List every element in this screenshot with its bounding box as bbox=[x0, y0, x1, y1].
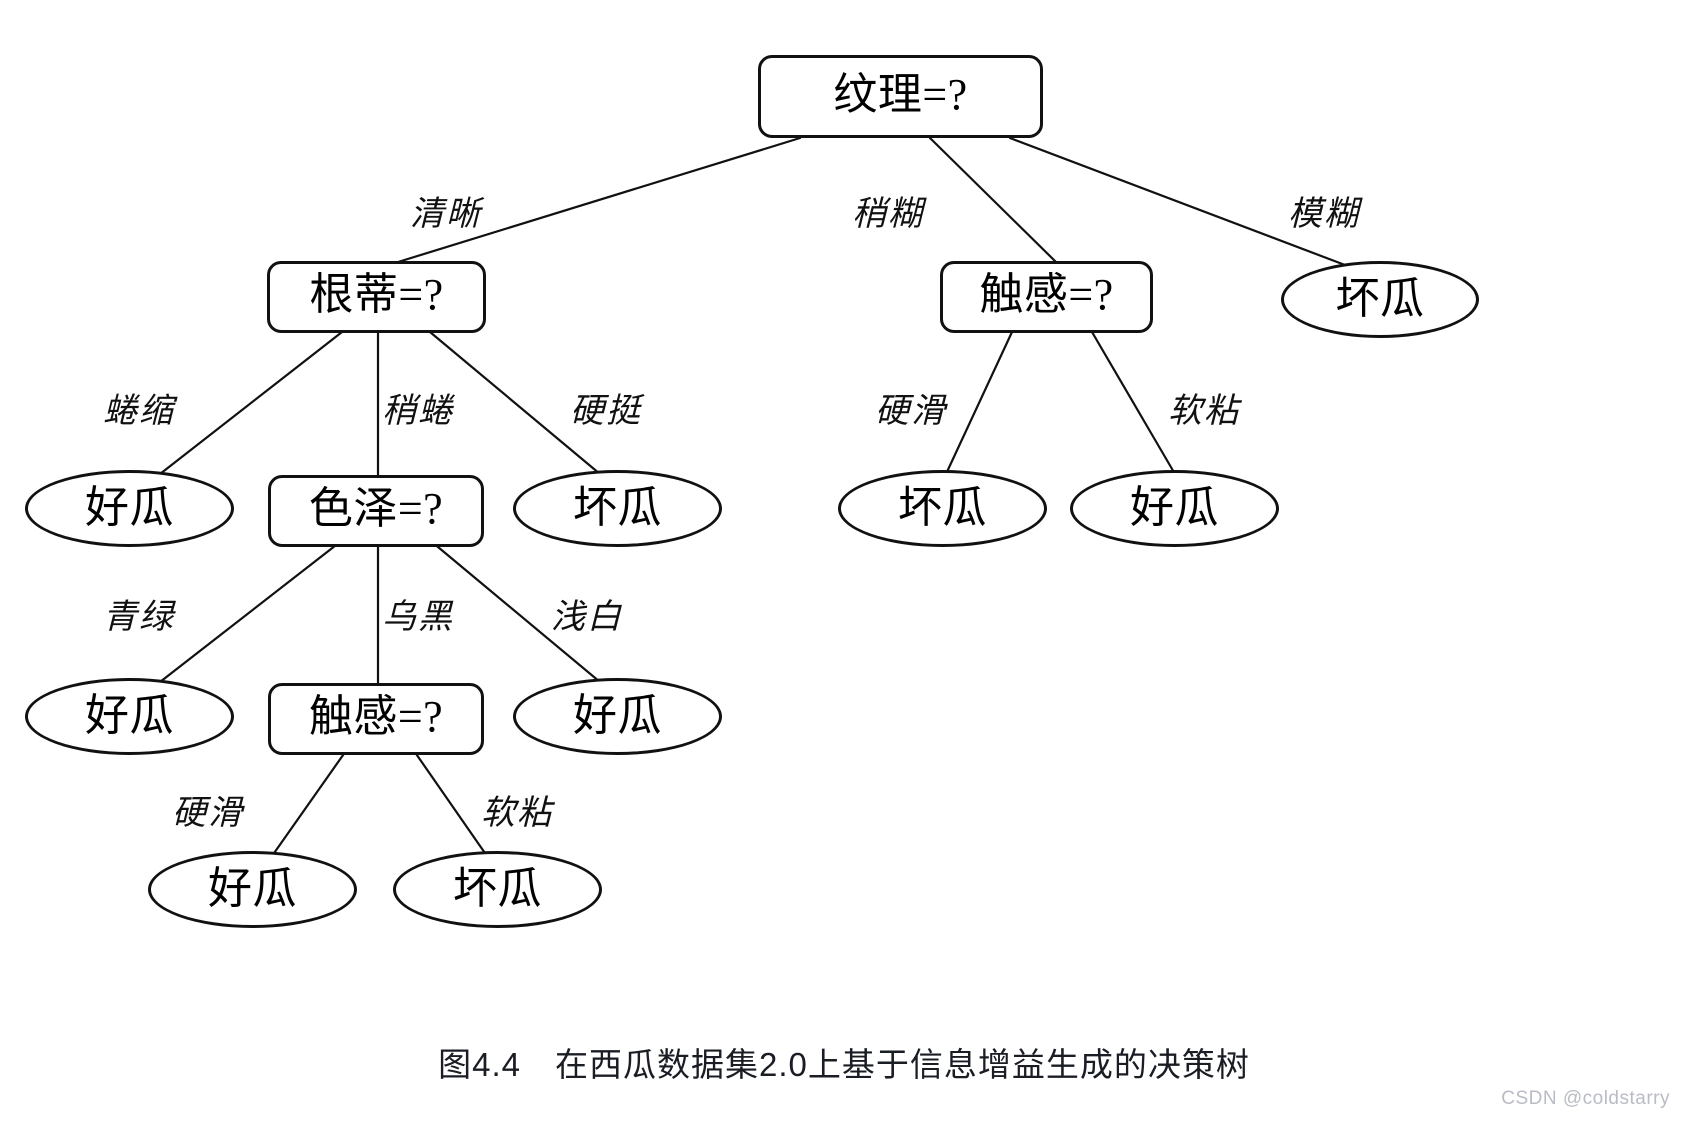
edge-color-green bbox=[158, 540, 342, 684]
edge-label-green: 青绿 bbox=[103, 599, 175, 636]
node-label: 好瓜 bbox=[85, 690, 174, 740]
node-label: 根蒂=? bbox=[309, 270, 444, 319]
node-good-green[interactable]: 好瓜 bbox=[25, 678, 234, 755]
edge-label-hard-smooth-right: 硬滑 bbox=[875, 393, 947, 430]
edge-label-hard-smooth-mid: 硬滑 bbox=[172, 795, 244, 832]
node-label: 坏瓜 bbox=[453, 863, 542, 913]
node-label: 好瓜 bbox=[208, 863, 297, 913]
edge-label-clear: 清晰 bbox=[410, 196, 482, 233]
node-root-texture[interactable]: 纹理=? bbox=[758, 55, 1043, 138]
node-touch-mid[interactable]: 触感=? bbox=[268, 683, 484, 755]
node-label: 坏瓜 bbox=[1335, 273, 1425, 323]
node-label: 好瓜 bbox=[1130, 482, 1219, 532]
figure-caption: 图4.4 在西瓜数据集2.0上基于信息增益生成的决策树 bbox=[438, 1046, 1250, 1083]
node-label: 好瓜 bbox=[573, 690, 662, 740]
node-bad-hard-right[interactable]: 坏瓜 bbox=[838, 470, 1047, 547]
node-label: 触感=? bbox=[979, 270, 1114, 319]
node-touch-right[interactable]: 触感=? bbox=[940, 261, 1153, 333]
watermark-text: CSDN @coldstarry bbox=[1501, 1088, 1670, 1109]
edge-stalk-curled bbox=[158, 330, 344, 476]
edge-touch-mid-soft bbox=[410, 746, 489, 858]
node-bad-soft-mid[interactable]: 坏瓜 bbox=[393, 851, 602, 928]
edge-label-slightly-curled: 稍蜷 bbox=[382, 393, 454, 430]
edge-label-blurry: 模糊 bbox=[1288, 196, 1360, 233]
edge-label-pale-white: 浅白 bbox=[551, 599, 623, 636]
node-label: 坏瓜 bbox=[898, 482, 987, 532]
edge-touch-right-hard bbox=[944, 330, 1014, 476]
node-color[interactable]: 色泽=? bbox=[268, 475, 484, 547]
edge-label-dark: 乌黑 bbox=[382, 599, 454, 636]
node-label: 好瓜 bbox=[85, 482, 174, 532]
edge-label-stiff: 硬挺 bbox=[570, 393, 642, 430]
edge-label-soft-sticky-mid: 软粘 bbox=[481, 795, 553, 832]
edge-texture-slightly-blurry bbox=[928, 136, 1058, 264]
node-good-white[interactable]: 好瓜 bbox=[513, 678, 722, 755]
node-stalk[interactable]: 根蒂=? bbox=[267, 261, 486, 333]
node-bad-stiff[interactable]: 坏瓜 bbox=[513, 470, 722, 547]
edge-touch-mid-hard bbox=[270, 746, 350, 858]
edge-touch-right-soft bbox=[1090, 330, 1177, 476]
edge-label-soft-sticky-right: 软粘 bbox=[1168, 393, 1240, 430]
node-label: 坏瓜 bbox=[573, 482, 662, 532]
edge-label-slightly-blurry: 稍糊 bbox=[852, 196, 924, 233]
node-bad-blurry[interactable]: 坏瓜 bbox=[1281, 261, 1479, 338]
node-good-hard-mid[interactable]: 好瓜 bbox=[148, 851, 357, 928]
node-label: 触感=? bbox=[308, 692, 444, 741]
node-good-curled[interactable]: 好瓜 bbox=[25, 470, 234, 547]
node-good-soft-right[interactable]: 好瓜 bbox=[1070, 470, 1279, 547]
edge-label-curled: 蜷缩 bbox=[103, 393, 175, 430]
node-label: 色泽=? bbox=[308, 484, 444, 533]
node-label: 纹理=? bbox=[833, 69, 968, 119]
